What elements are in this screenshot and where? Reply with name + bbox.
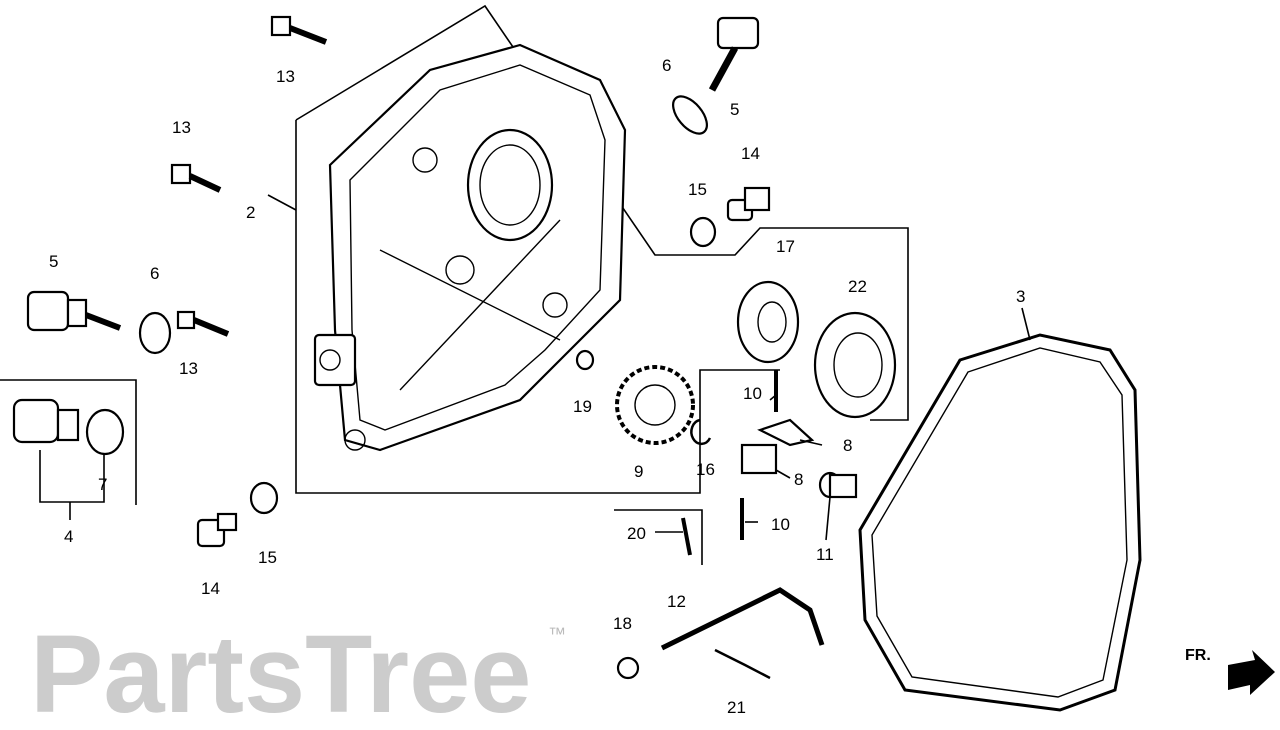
bolt-13-top	[270, 15, 328, 45]
callout-9: 9	[634, 462, 643, 481]
clip-21	[714, 648, 771, 680]
callout-20: 20	[627, 524, 646, 543]
callout-17: 17	[776, 237, 795, 256]
washer-6-left	[138, 311, 172, 355]
pin-bracket	[614, 509, 703, 565]
callout-6: 6	[150, 264, 159, 283]
dowel-11	[818, 471, 858, 499]
gasket-3	[858, 333, 1142, 712]
callout-12: 12	[667, 592, 686, 611]
direction-label: FR.	[1185, 647, 1211, 664]
watermark-trademark: ™	[548, 624, 566, 644]
callout-22: 22	[848, 277, 867, 296]
leader-lines	[655, 307, 1031, 541]
oil-filler-cap	[12, 398, 80, 444]
washer-18	[616, 656, 640, 680]
callout-18: 18	[613, 614, 632, 633]
governor-arm-8-upper	[757, 418, 815, 447]
callout-13: 13	[179, 359, 198, 378]
callout-2: 2	[246, 203, 255, 222]
bearing-22	[813, 311, 897, 419]
callout-14: 14	[741, 144, 760, 163]
plug-14-left	[196, 512, 238, 548]
callout-11: 11	[816, 545, 834, 564]
front-direction-arrow-icon	[1228, 650, 1275, 695]
callout-6: 6	[662, 56, 671, 75]
callout-13: 13	[276, 67, 295, 86]
callout-labels: 13 13 13 2 5 5 6 6 4 7 14 14 15 15 17 22…	[49, 56, 1025, 717]
callout-7: 7	[98, 475, 107, 494]
bolt-13-left	[176, 310, 230, 337]
clip-16	[690, 418, 712, 446]
oil-seal-17	[736, 280, 800, 364]
callout-13: 13	[172, 118, 191, 137]
callout-8: 8	[794, 470, 803, 489]
callout-8: 8	[843, 436, 852, 455]
washer-15-left	[249, 481, 279, 515]
callout-19: 19	[573, 397, 592, 416]
watermark: PartsTree	[30, 613, 531, 730]
shaft-12	[660, 587, 825, 651]
governor-arm-8-lower	[740, 443, 778, 475]
callout-5: 5	[49, 252, 58, 271]
plug-14-right	[726, 186, 771, 222]
washer-6-top	[672, 95, 708, 135]
callout-15: 15	[688, 180, 707, 199]
pin-20	[681, 517, 692, 556]
callout-10: 10	[743, 384, 762, 403]
callout-15: 15	[258, 548, 277, 567]
bolt-13-mid	[170, 163, 222, 193]
callout-21: 21	[727, 698, 746, 717]
plug-group-bottom	[39, 450, 105, 503]
washer-15-right	[689, 216, 717, 248]
callout-10: 10	[771, 515, 790, 534]
case-group-bottom	[295, 120, 780, 494]
drain-plug-5-left	[26, 290, 122, 332]
plug-group-bracket	[0, 379, 137, 505]
callout-3: 3	[1016, 287, 1025, 306]
callout-14: 14	[201, 579, 220, 598]
callout-5: 5	[730, 100, 739, 119]
governor-gear-9	[615, 365, 695, 445]
washer-19	[575, 349, 595, 371]
drain-plug-5-top	[708, 16, 760, 92]
callout-4: 4	[64, 527, 73, 546]
o-ring-7	[85, 408, 125, 456]
callout-16: 16	[696, 460, 715, 479]
crankcase-cover	[313, 43, 627, 452]
